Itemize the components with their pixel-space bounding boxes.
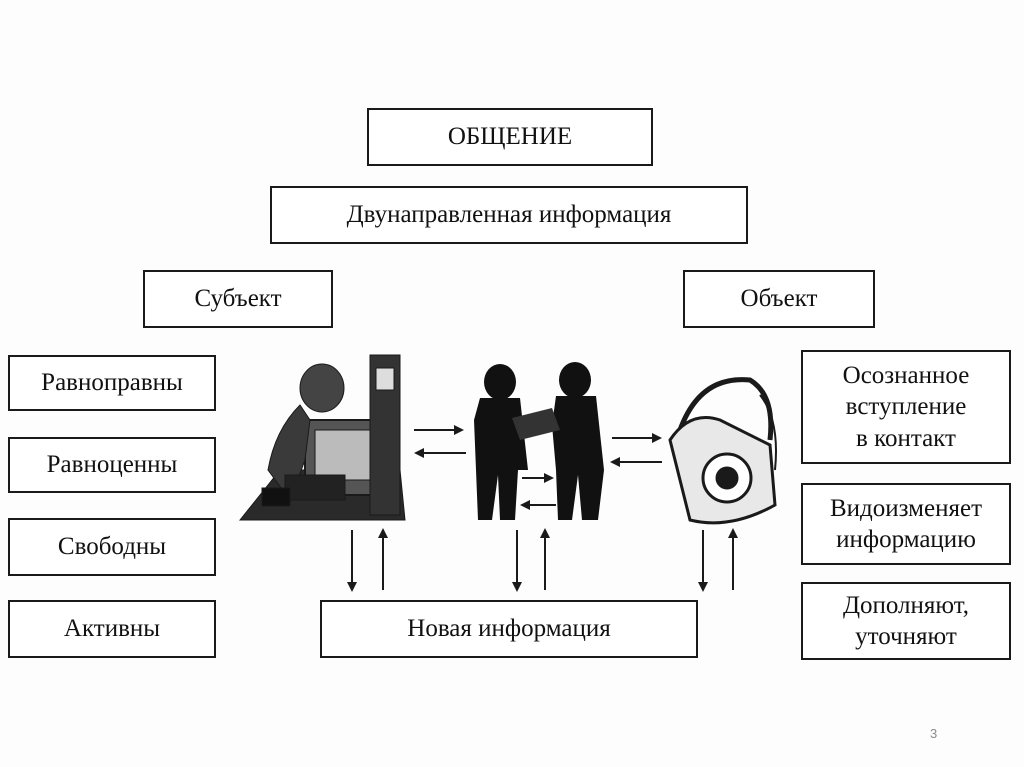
subject-trait-box: Активны	[8, 600, 216, 658]
page-number: 3	[930, 726, 938, 741]
subject-trait-text: Активны	[63, 615, 161, 643]
new-information-box: Новая информация	[320, 600, 698, 658]
object-trait-line: в контакт	[856, 424, 956, 452]
object-trait-line: Дополняют,	[842, 591, 970, 619]
subtitle-text: Двунаправленная информация	[346, 201, 672, 229]
title-box: ОБЩЕНИЕ	[367, 108, 653, 166]
object-trait-line: информацию	[836, 526, 976, 553]
object-label: Объект	[740, 285, 818, 313]
new-information-text: Новая информация	[407, 615, 611, 643]
subject-box: Субъект	[143, 270, 333, 328]
subject-trait-box: Равноправны	[8, 355, 216, 411]
object-trait-line: вступление	[845, 393, 967, 421]
object-trait-box: Дополняют, уточняют	[801, 582, 1011, 660]
subject-trait-box: Свободны	[8, 518, 216, 576]
subject-label: Субъект	[194, 285, 282, 313]
object-trait-line: Видоизменяет	[830, 494, 982, 522]
two-people-exchanging-icon	[474, 362, 604, 520]
object-box: Объект	[683, 270, 875, 328]
subject-trait-text: Свободны	[57, 533, 167, 561]
subject-trait-box: Равноценны	[8, 437, 216, 493]
person-at-computer-icon	[238, 354, 406, 521]
subtitle-box: Двунаправленная информация	[270, 186, 748, 244]
object-trait-box: Осознанное вступление в контакт	[801, 350, 1011, 464]
subject-trait-text: Равноценны	[46, 451, 178, 479]
object-trait-line: уточняют	[855, 623, 957, 650]
object-trait-box: Видоизменяет информацию	[801, 483, 1011, 565]
telephone-icon	[668, 377, 777, 525]
subject-trait-text: Равноправны	[41, 369, 183, 397]
title-text: ОБЩЕНИЕ	[447, 123, 573, 151]
object-trait-line: Осознанное	[842, 362, 970, 390]
